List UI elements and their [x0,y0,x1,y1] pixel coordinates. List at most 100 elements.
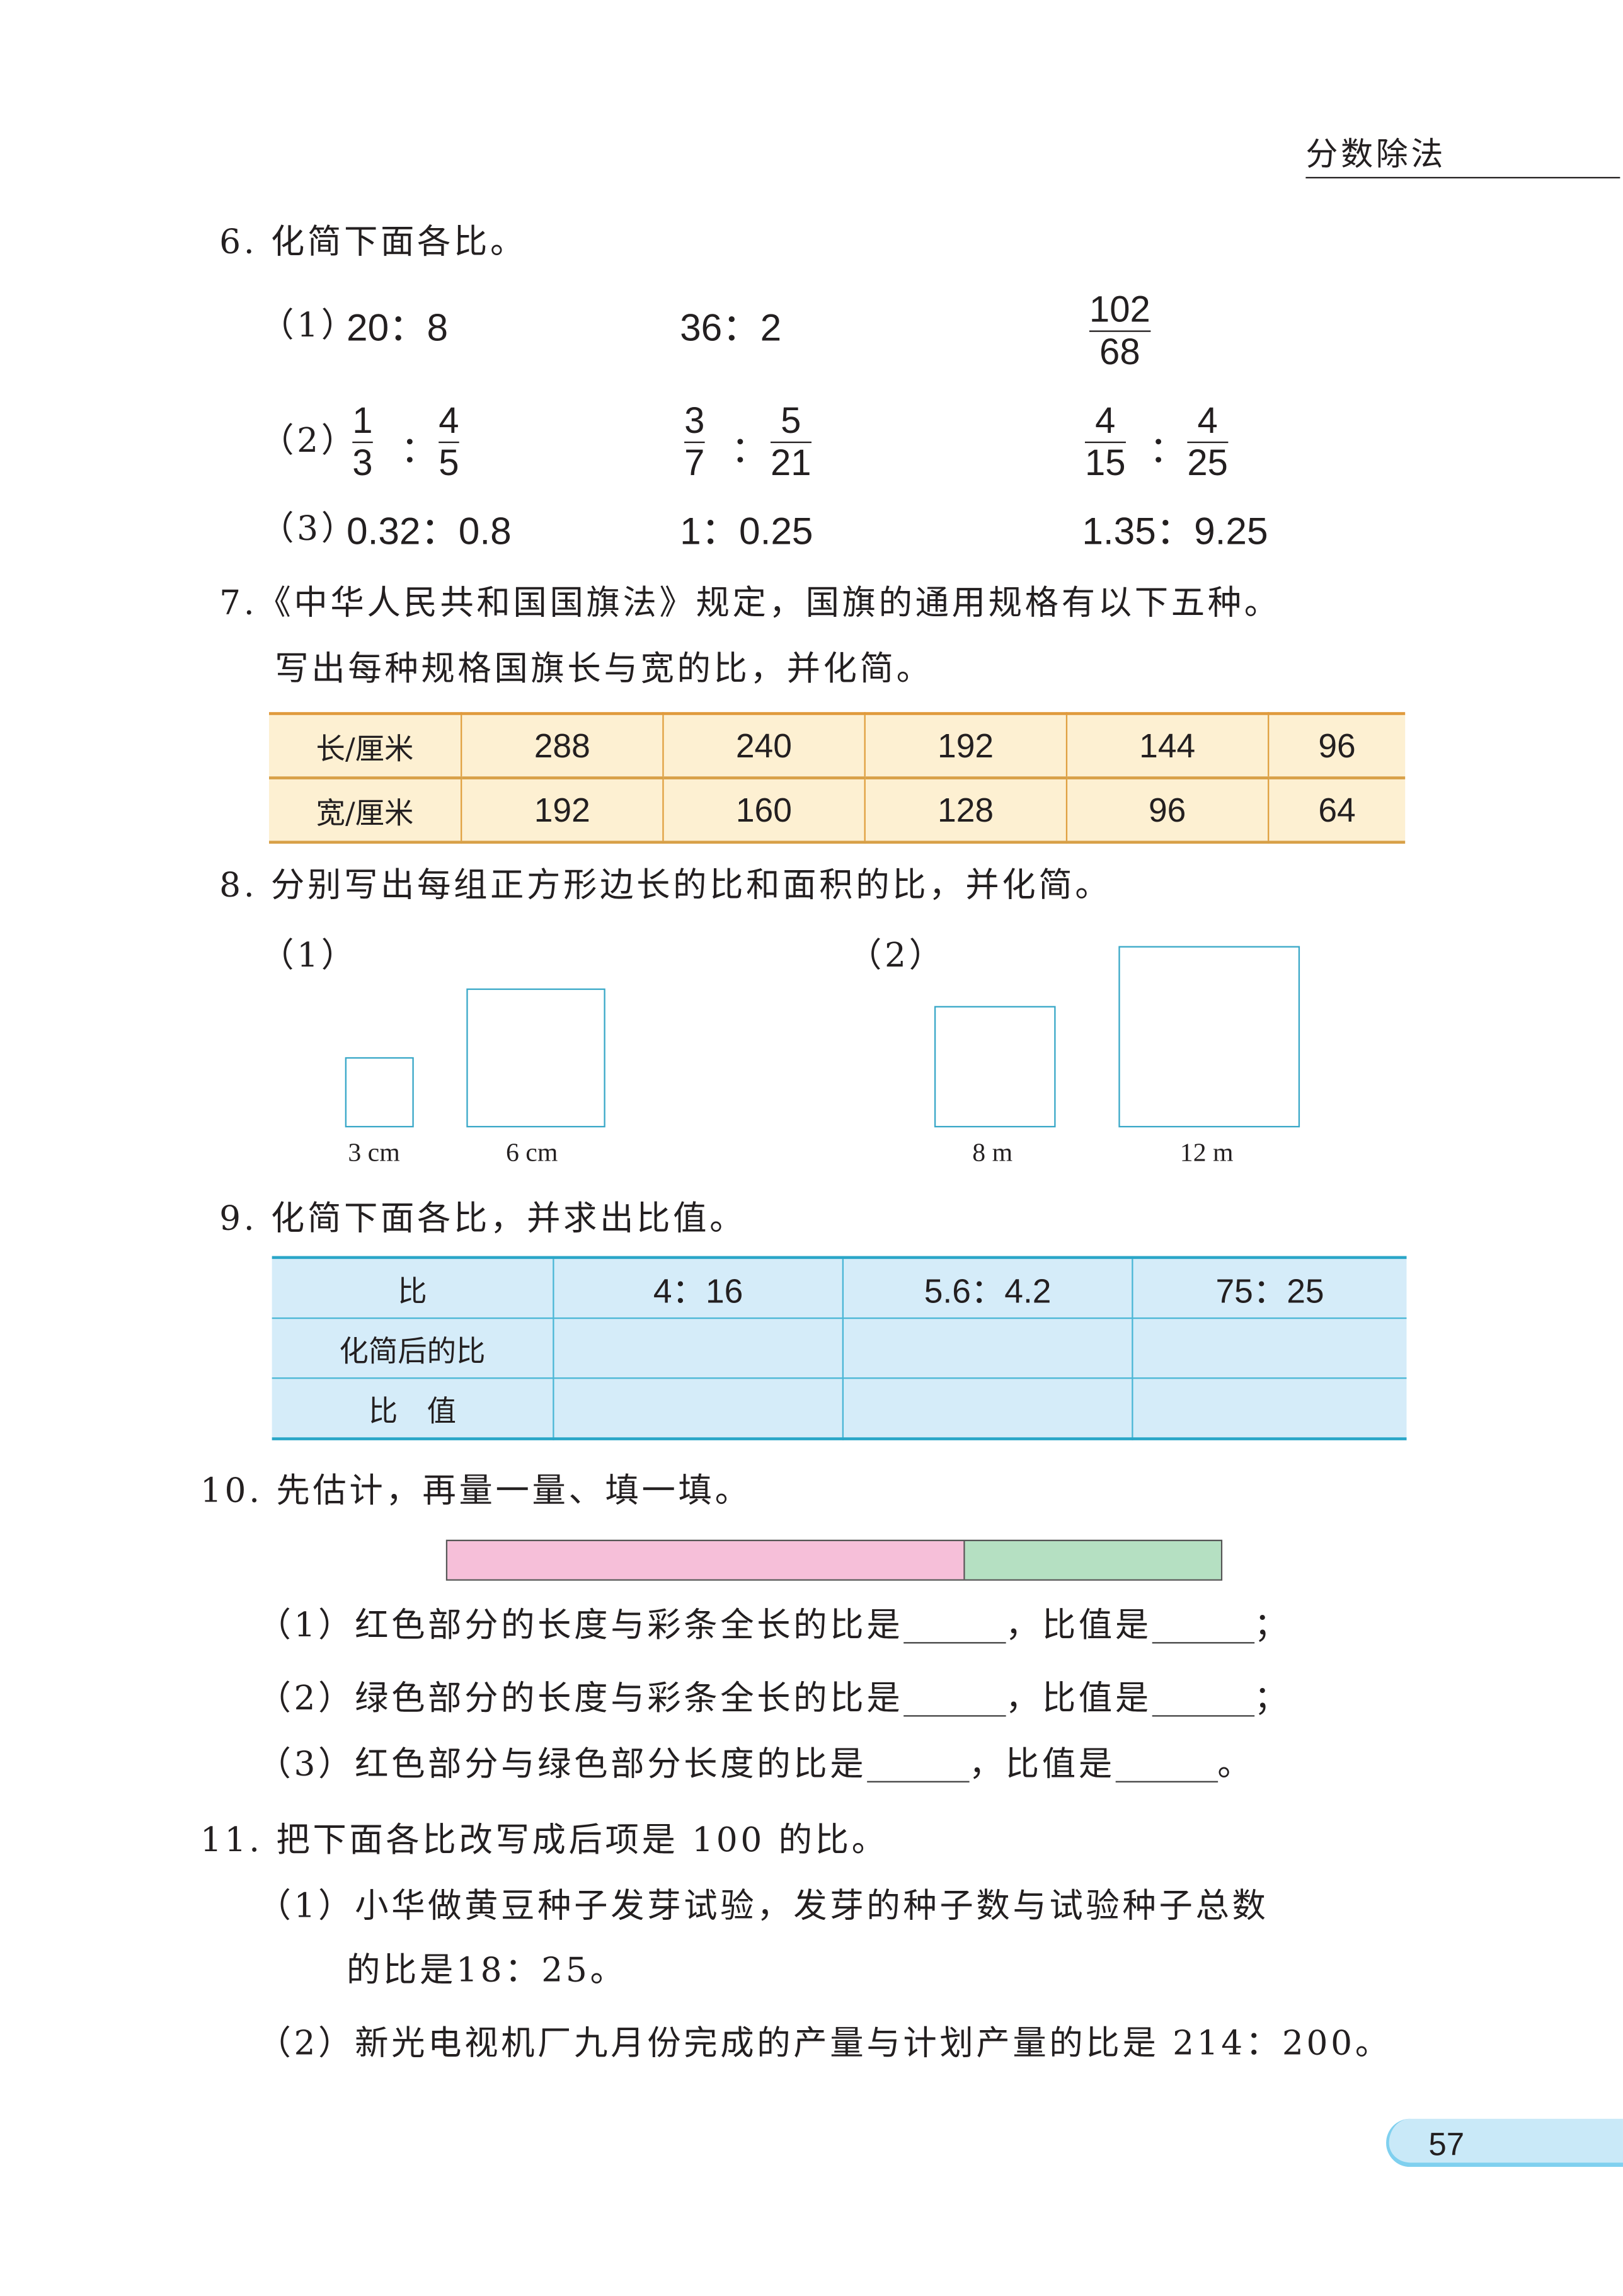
q10-item: （1）红色部分的长度与彩条全长的比是 ，比值是 ； [257,1607,1291,1645]
answer-cell[interactable] [553,1317,844,1379]
q7-line1: 7.《中华人民共和国国旗法》规定，国旗的通用规格有以下五种。 [219,585,1281,623]
q6-title: 6. 化简下面各比。 [219,224,527,262]
page-number: 57 [1428,2126,1465,2163]
table-cell: 64 [1267,776,1406,842]
answer-blank[interactable] [903,1613,1006,1644]
q10-item: （2）绿色部分的长度与彩条全长的比是，比值是； [257,1680,1290,1718]
item-text: （1）红色部分的长度与彩条全长的比是 [257,1607,903,1645]
table-cell: 160 [662,776,866,842]
numerator: 3 [684,400,705,442]
item-text: ，比值是 [1005,1607,1152,1645]
q6-ratio: 36：2 [680,306,782,350]
item-text: （3）红色部分与绿色部分长度的比是 [257,1745,867,1784]
denominator: 68 [1099,332,1140,374]
square-3cm [345,1057,414,1128]
q8-group2-label: （2） [848,937,946,975]
table-cell: 比 值 [272,1377,554,1440]
table-cell: 宽/厘米 [269,776,462,842]
table-row: 比 4：16 5.6：4.2 75：25 [272,1256,1407,1319]
q6-ratio: 20：8 [347,306,449,350]
fraction-bar [771,442,812,444]
answer-cell[interactable] [842,1317,1133,1379]
q6-ratio: 1：0.25 [680,508,813,553]
item-text: 。 [1217,1745,1254,1784]
q10-title: 10. 先估计，再量一量、填一填。 [200,1472,752,1511]
q8-title: 8. 分别写出每组正方形边长的比和面积的比，并化简。 [219,867,1112,905]
fraction-bar [1089,331,1150,333]
denominator: 3 [352,443,373,485]
q6-ratio: 1.35：9.25 [1082,508,1268,553]
colon: ： [1149,430,1186,471]
q6-ratio: 0.32：0.8 [347,508,512,553]
q6-row3-label: （3） [260,510,358,549]
fraction-bar [1084,442,1126,444]
table-row: 宽/厘米 192 160 128 96 64 [269,776,1406,842]
numerator: 1 [352,400,373,442]
table-cell: 比 [272,1256,554,1319]
square-8m [934,1006,1056,1128]
answer-cell[interactable] [842,1377,1133,1440]
item-text: ； [1254,1607,1291,1645]
answer-blank[interactable] [1115,1752,1218,1782]
green-segment [965,1541,1221,1580]
item-text: （2）绿色部分的长度与彩条全长的比是 [257,1680,903,1718]
flag-size-table: 长/厘米 288 240 192 144 96 宽/厘米 192 160 128… [269,712,1406,844]
answer-blank[interactable] [903,1686,1006,1717]
fraction-bar [439,442,459,444]
fraction-bar [684,442,705,444]
table-cell: 96 [1267,713,1406,778]
q6-row1-label: （1） [260,307,358,345]
table-row: 长/厘米 288 240 192 144 96 [269,713,1406,778]
denominator: 5 [439,443,459,485]
color-strip [445,1539,1223,1581]
table-row: 化简后的比 [272,1317,1407,1379]
item-text: ，比值是 [968,1745,1115,1784]
square-label: 8 m [972,1137,1013,1167]
denominator: 7 [684,443,705,485]
red-segment [447,1541,965,1580]
table-cell: 4：16 [553,1256,844,1319]
colon: ： [400,430,437,471]
answer-blank[interactable] [1151,1613,1254,1644]
square-12m [1118,946,1300,1128]
ratio-table: 比 4：16 5.6：4.2 75：25 化简后的比 比 值 [272,1256,1407,1440]
table-cell: 288 [461,713,664,778]
table-cell: 75：25 [1132,1256,1407,1319]
answer-cell[interactable] [1132,1377,1407,1440]
q6-row2-label: （2） [260,422,358,461]
item-text: ，比值是 [1005,1680,1152,1718]
fraction-bar [1187,442,1228,444]
answer-cell[interactable] [1132,1317,1407,1379]
answer-blank[interactable] [1151,1686,1254,1717]
q11-item1: （1）小华做黄豆种子发芽试验，发芽的种子数与试验种子总数 [257,1888,1269,1926]
header-rule [1305,176,1620,179]
square-label: 12 m [1179,1137,1234,1167]
answer-cell[interactable] [553,1377,844,1440]
table-cell: 化简后的比 [272,1317,554,1379]
numerator: 5 [781,400,801,442]
table-row: 比 值 [272,1377,1407,1440]
numerator: 4 [1197,400,1218,442]
numerator: 102 [1089,289,1150,331]
table-cell: 192 [461,776,664,842]
page-number-tab [1386,2118,1623,2167]
q11-title: 11. 把下面各比改写成后项是 100 的比。 [200,1822,888,1860]
table-cell: 96 [1065,776,1269,842]
square-label: 6 cm [505,1137,558,1167]
colon: ： [731,430,768,471]
q7-line2: 写出每种规格国旗长与宽的比，并化简。 [275,650,933,689]
answer-blank[interactable] [866,1752,969,1782]
square-6cm [466,988,605,1128]
denominator: 25 [1187,443,1228,485]
table-cell: 128 [864,776,1067,842]
q11-item2: （2）新光电视机厂九月份完成的产量与计划产量的比是 214：200。 [257,2025,1392,2064]
numerator: 4 [1095,400,1116,442]
denominator: 21 [771,443,812,485]
